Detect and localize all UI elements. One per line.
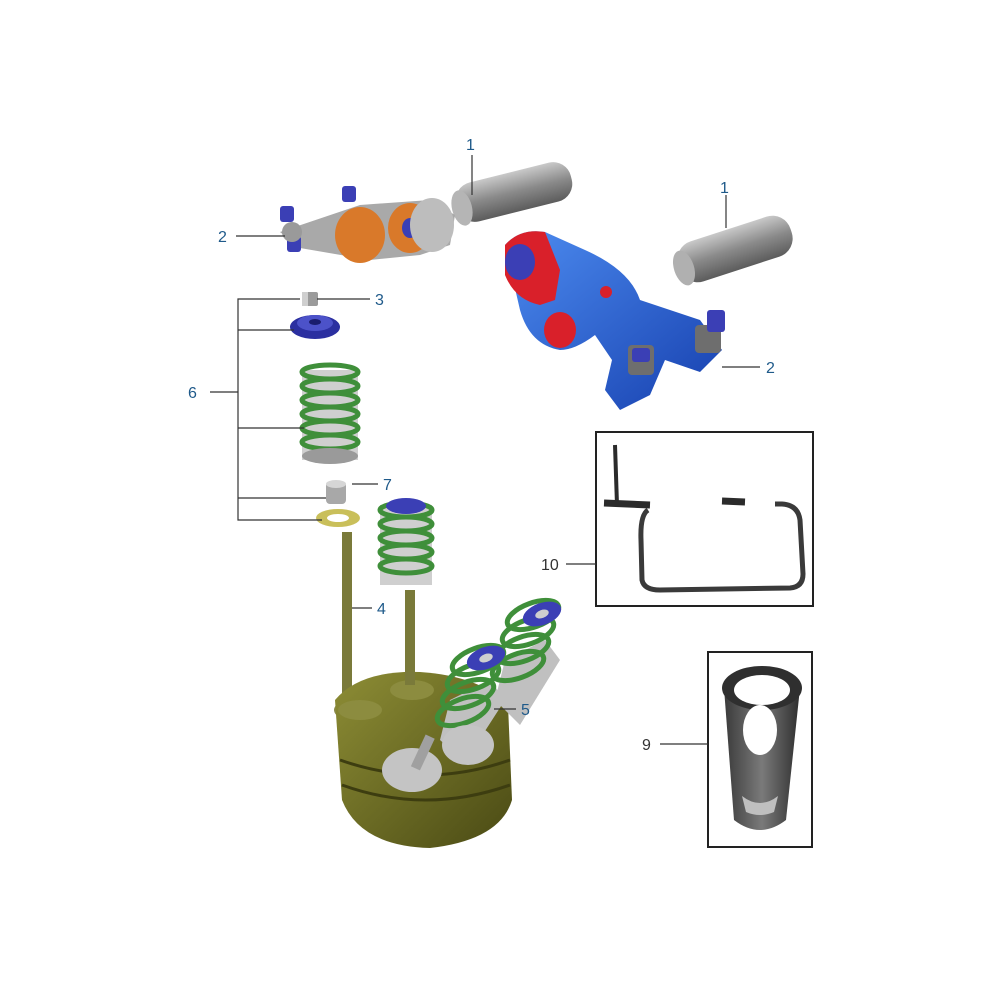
callout-pin-right: 1	[720, 180, 729, 197]
rocker-pin-right	[672, 215, 793, 286]
callout-seal: 7	[383, 477, 392, 494]
spring-seat-washer	[316, 509, 360, 527]
assembled-valve-back	[377, 498, 435, 685]
callout-assembled-valve: 5	[521, 702, 530, 719]
rocker-arm-gray	[280, 186, 455, 263]
spring-retainer	[290, 315, 340, 339]
rocker-arm-blue	[505, 231, 725, 410]
assembled-valve-front	[382, 597, 562, 792]
valve-guide-tool-sleeve	[707, 651, 813, 848]
callout-pin-upper: 1	[466, 137, 475, 154]
callout-rocker-right: 2	[766, 360, 775, 377]
valve-cotter	[302, 292, 318, 306]
valve-spring-compressor-tool	[595, 431, 814, 607]
callout-tool-compressor: 10	[541, 557, 559, 574]
callout-rocker-left: 2	[218, 229, 227, 246]
callout-cotter: 3	[375, 292, 384, 309]
leader-lines	[210, 155, 760, 745]
valve-stem-seal	[326, 480, 346, 504]
callout-valve: 4	[377, 601, 386, 618]
valve-spring	[299, 362, 361, 464]
rocker-pin-upper	[451, 162, 573, 226]
callout-tool-sleeve: 9	[642, 737, 651, 754]
callout-spring-group: 6	[188, 385, 197, 402]
